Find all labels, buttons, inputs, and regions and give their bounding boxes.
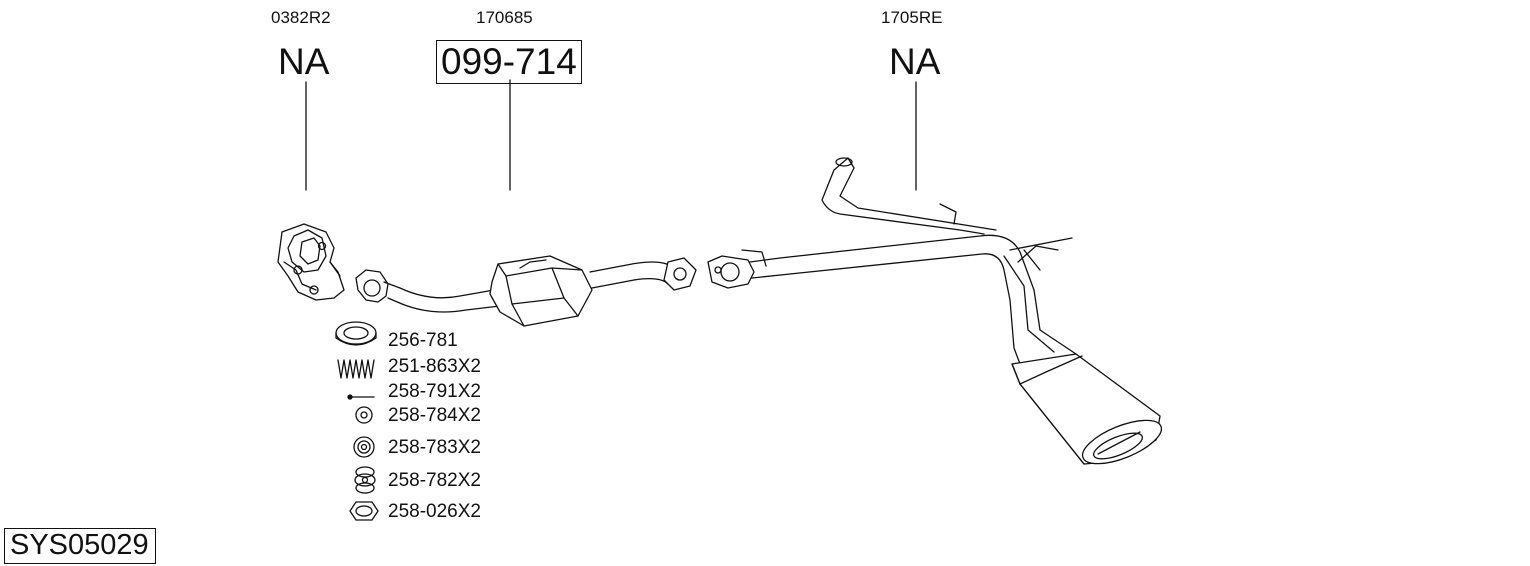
rear-silencer-pipe-icon: [707, 157, 1163, 465]
bolt-icon: [347, 394, 375, 400]
part-number-rubber-mount: 258-783X2: [388, 437, 481, 458]
part-number-bolt: 258-791X2: [388, 381, 481, 402]
part-number-mount-stack: 258-782X2: [388, 470, 481, 491]
rear-section-part-code: NA: [889, 41, 941, 82]
system-code-label: SYS05029: [4, 528, 156, 564]
part-number-hex-nut: 258-026X2: [388, 501, 481, 522]
catalytic-converter-pipe-icon: [355, 255, 697, 327]
spring-icon: [337, 359, 375, 379]
manifold-reference: 0382R2: [271, 8, 331, 27]
part-number-spring: 251-863X2: [388, 356, 481, 377]
catalyst-part-code: 099-714: [436, 40, 582, 84]
part-number-gasket: 256-781: [388, 330, 458, 351]
rubber-mount-icon: [353, 436, 375, 458]
mount-stack-icon: [354, 466, 376, 494]
washer-icon: [355, 406, 373, 424]
manifold-part-code: NA: [278, 41, 330, 82]
part-number-washer: 258-784X2: [388, 405, 481, 426]
exhaust-manifold-icon: [277, 223, 345, 301]
hex-nut-icon: [349, 501, 379, 521]
rear-section-reference: 1705RE: [881, 8, 943, 27]
gasket-ring-icon: [335, 321, 377, 346]
catalyst-reference: 170685: [476, 8, 533, 27]
